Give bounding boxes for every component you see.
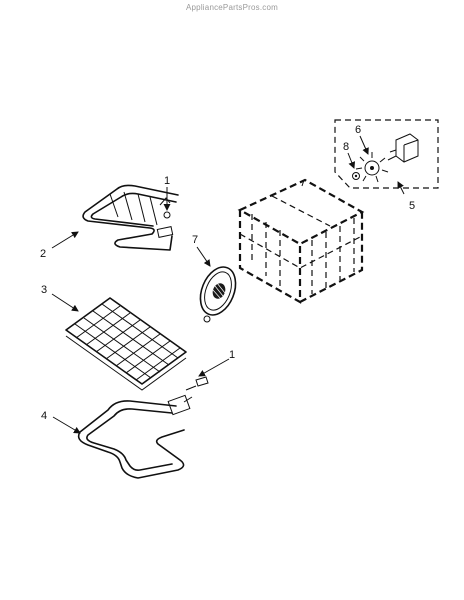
leader-lines (51, 135, 405, 434)
oven-rack (65, 297, 187, 391)
callout-6: 6 (355, 124, 361, 136)
fan-blade (355, 152, 389, 183)
convection-fan-kit (334, 119, 439, 189)
broil-element (82, 184, 179, 251)
fan-cover (199, 266, 237, 323)
callout-4: 4 (41, 410, 47, 422)
watermark: AppliancePartsPros.com (186, 3, 278, 12)
fan-motor (387, 133, 419, 163)
callout-8: 8 (343, 141, 349, 153)
callout-1-top: 1 (164, 175, 170, 187)
nut (352, 172, 360, 180)
screw (203, 315, 211, 323)
callout-3: 3 (41, 284, 47, 296)
screw-lower (185, 376, 209, 391)
bake-element (77, 394, 193, 479)
oven-cavity (237, 178, 365, 304)
callout-2: 2 (40, 248, 46, 260)
callout-1-lower: 1 (229, 349, 235, 361)
callout-7: 7 (192, 234, 198, 246)
callout-5: 5 (409, 200, 415, 212)
